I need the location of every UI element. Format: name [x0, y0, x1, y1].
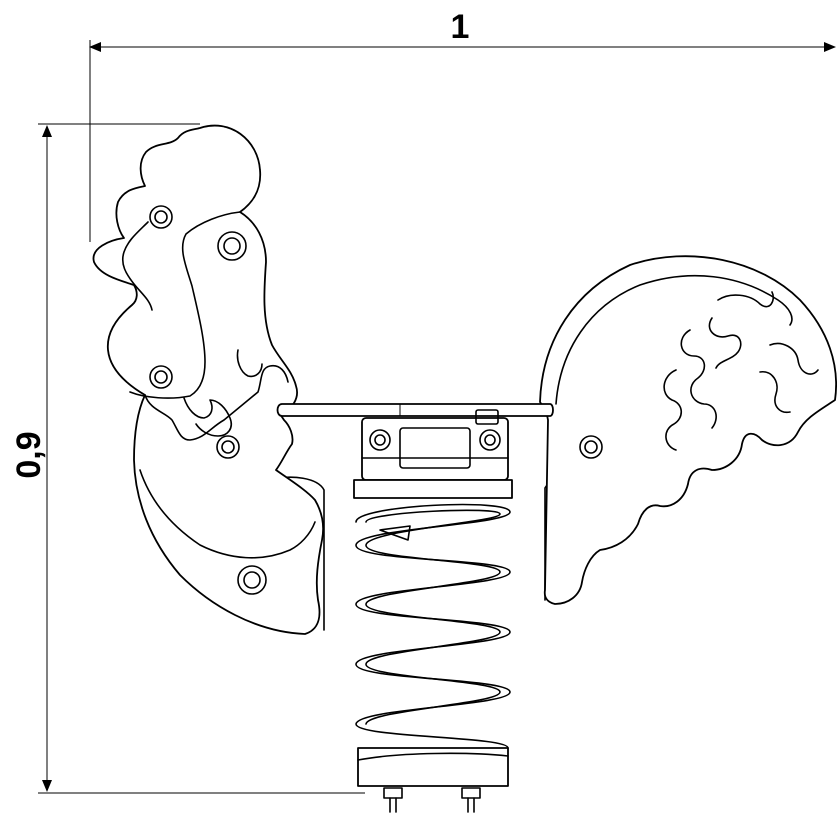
- seat-plate: [276, 403, 554, 417]
- head-outline: [129, 211, 241, 399]
- anchor-bolts: [383, 787, 481, 813]
- hole-wattle: [149, 365, 173, 389]
- tail-feather-a: [708, 291, 775, 369]
- hole-eye: [217, 231, 247, 261]
- wattle-outline: [121, 221, 153, 311]
- rooster-tail: [539, 255, 837, 605]
- hole-lower-body: [237, 565, 267, 595]
- tail-inner-arc: [555, 274, 793, 405]
- tail-feather-b: [680, 329, 717, 429]
- wing-upper-line: [236, 349, 263, 378]
- tail-feather-d: [759, 342, 819, 414]
- width-dimension: 1: [89, 8, 836, 242]
- body-feathers: [144, 364, 289, 441]
- hole-bracket-tr: [479, 429, 501, 451]
- mounting-holes: [149, 205, 603, 595]
- hole-tail: [579, 435, 603, 459]
- tail-feather-c: [663, 369, 683, 451]
- rooster-body: [92, 124, 325, 635]
- height-dimension: 0,9: [10, 123, 365, 794]
- hole-upper-head: [149, 205, 173, 229]
- coil-spring: [353, 479, 513, 787]
- neck-feathers: [183, 397, 233, 437]
- wing-lower-line: [139, 469, 316, 559]
- width-dimension-label: 1: [451, 8, 470, 46]
- spring-bracket: [361, 409, 509, 481]
- hole-body: [216, 435, 240, 459]
- hole-bracket-tl: [369, 429, 391, 451]
- height-dimension-label: 0,9: [10, 431, 48, 478]
